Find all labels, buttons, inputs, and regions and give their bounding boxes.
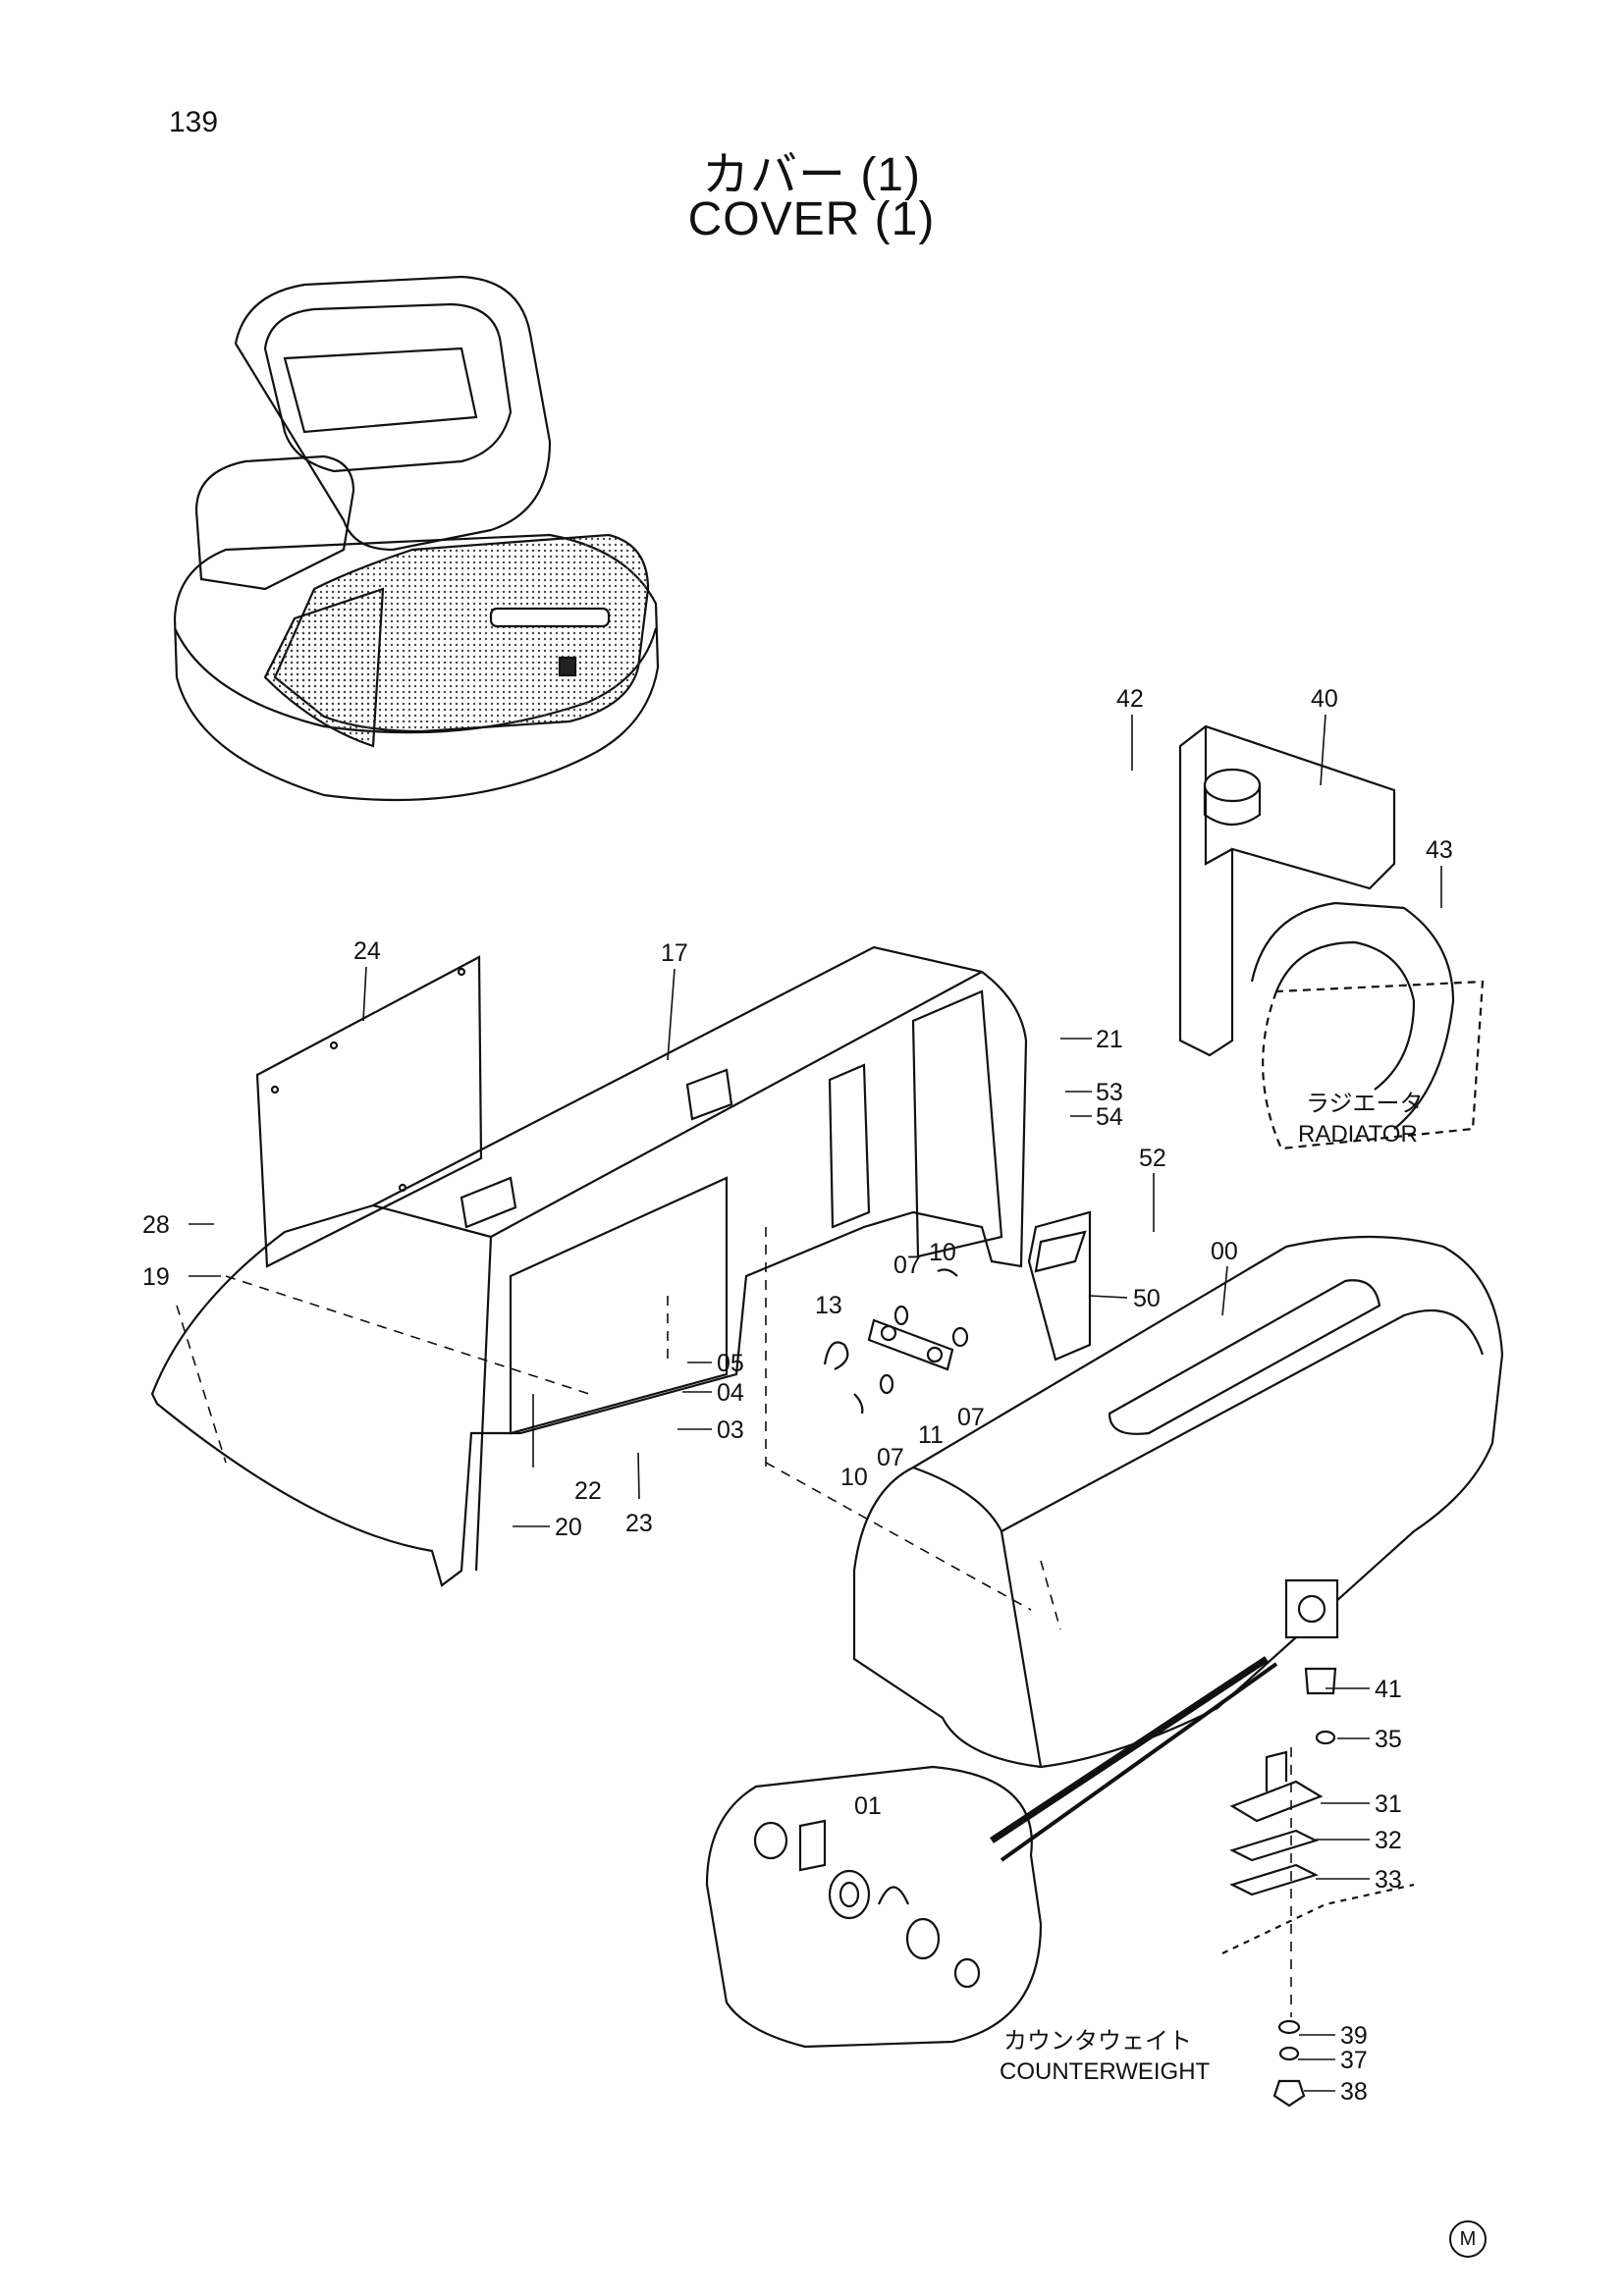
callout-38: 38 xyxy=(1340,2078,1368,2106)
radiator-bracket-illustration xyxy=(1178,724,1485,1150)
latch-parts-illustration xyxy=(1221,1667,1415,2108)
callout-53: 53 xyxy=(1096,1079,1123,1106)
link-parts-illustration xyxy=(823,1268,969,1415)
callout-33: 33 xyxy=(1375,1866,1402,1894)
callout-22: 22 xyxy=(574,1477,602,1505)
radiator-label-jp: ラジエータ xyxy=(1306,1091,1424,1117)
callout-24: 24 xyxy=(353,937,381,965)
callout-01: 01 xyxy=(854,1792,882,1820)
bracket-illustration xyxy=(1027,1210,1092,1362)
callout-19: 19 xyxy=(142,1263,170,1291)
callout-13: 13 xyxy=(815,1292,842,1319)
callout-17: 17 xyxy=(661,939,688,967)
callout-10-top: 10 xyxy=(929,1239,956,1266)
callout-39: 39 xyxy=(1340,2022,1368,2050)
assembly-guide-lines xyxy=(176,1227,1292,2017)
page-number: 139 xyxy=(169,106,219,138)
side-cover-panel xyxy=(255,955,483,1268)
callout-23: 23 xyxy=(625,1510,653,1537)
callout-50: 50 xyxy=(1133,1285,1161,1312)
radiator-label: RADIATOR xyxy=(1298,1121,1418,1148)
revision-mark: M xyxy=(1449,2220,1487,2258)
callout-41: 41 xyxy=(1375,1676,1402,1703)
callout-54: 54 xyxy=(1096,1103,1123,1131)
callout-11: 11 xyxy=(918,1421,944,1449)
lock-detail-callout xyxy=(705,1656,1278,2049)
callout-28: 28 xyxy=(142,1211,170,1239)
callout-21: 21 xyxy=(1096,1026,1123,1053)
callout-37: 37 xyxy=(1340,2047,1368,2074)
callout-35: 35 xyxy=(1375,1726,1402,1753)
callout-43: 43 xyxy=(1426,836,1453,864)
callout-03: 03 xyxy=(717,1416,744,1444)
callout-32: 32 xyxy=(1375,1827,1402,1854)
callout-leader-lines xyxy=(189,714,1442,2092)
callout-00: 00 xyxy=(1211,1238,1238,1265)
page-title-jp: カバー (1) xyxy=(701,149,921,201)
page-title: COVER (1) xyxy=(687,193,936,245)
machine-overview-illustration xyxy=(173,275,660,802)
callout-31: 31 xyxy=(1375,1790,1402,1818)
callout-07-top: 07 xyxy=(893,1252,921,1279)
callout-20: 20 xyxy=(555,1514,582,1541)
counterweight-label: COUNTERWEIGHT xyxy=(1000,2058,1211,2085)
callout-07-bottom-left: 07 xyxy=(877,1444,904,1471)
callout-04: 04 xyxy=(717,1379,744,1407)
main-cover-frame xyxy=(150,945,1028,1587)
callout-52: 52 xyxy=(1139,1145,1166,1172)
callout-05: 05 xyxy=(717,1350,744,1377)
callout-07-right: 07 xyxy=(957,1404,985,1431)
counterweight-label-jp: カウンタウェイト xyxy=(1003,2028,1192,2055)
callout-42: 42 xyxy=(1116,685,1144,713)
counterweight-cover xyxy=(852,1235,1504,1769)
callout-10-bottom: 10 xyxy=(840,1464,868,1491)
callout-40: 40 xyxy=(1311,685,1338,713)
callout-labels: 42 40 43 24 17 21 53 54 52 28 19 00 07 1… xyxy=(142,685,1453,2106)
